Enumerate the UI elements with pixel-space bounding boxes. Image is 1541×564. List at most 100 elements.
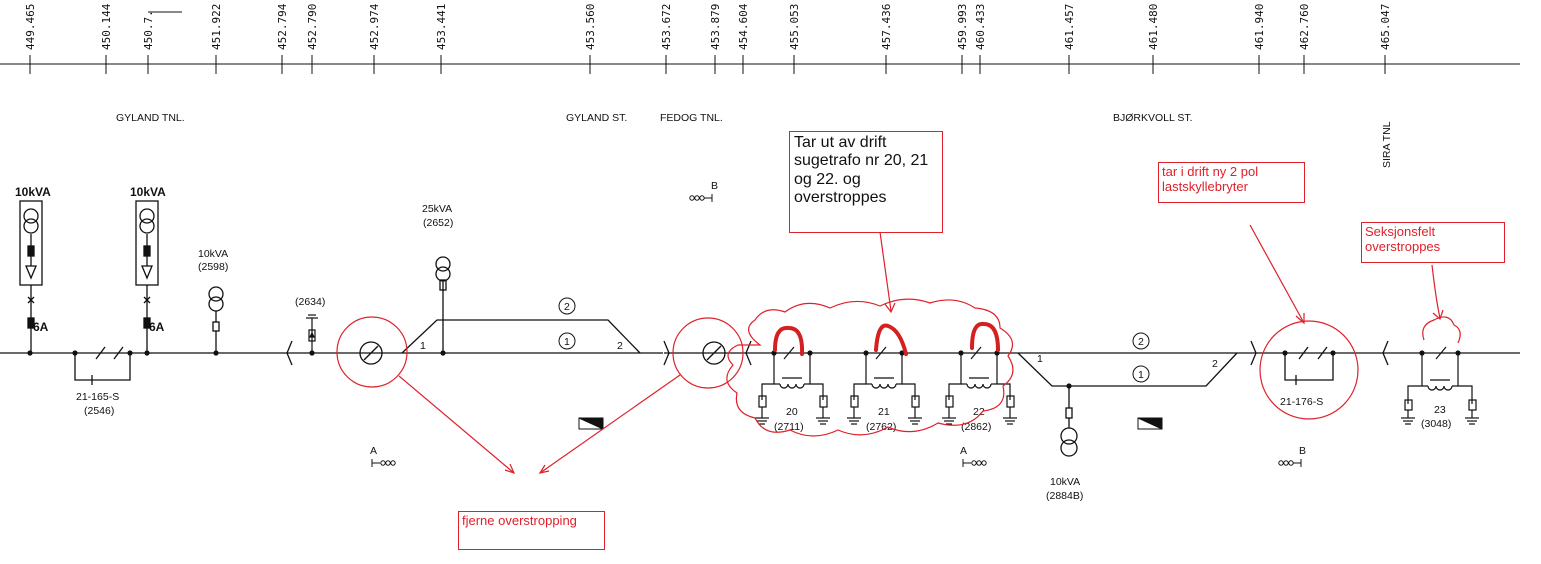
- suction-transformer-id: (2862): [961, 421, 991, 433]
- transformer-2884b: [1060, 386, 1078, 457]
- track-circle-2-gyland-text: 2: [564, 301, 570, 313]
- km-label: 453.441: [435, 4, 448, 50]
- marker-a-gyland: [371, 459, 396, 467]
- neutral-marker-1: [578, 417, 604, 430]
- transformer-2598: [208, 286, 224, 353]
- km-label: 452.790: [306, 4, 319, 50]
- neutral-marker-2: [1137, 417, 1163, 430]
- location-sira-tnl: SIRA TNL: [1381, 121, 1393, 168]
- suction-transformer-23-number: 23: [1434, 404, 1446, 416]
- section-switch-fedog: [702, 341, 726, 365]
- node: [863, 350, 869, 356]
- track-label-2-bjorkvoll: 2: [1212, 358, 1218, 370]
- km-label: 452.974: [368, 3, 381, 50]
- node: [958, 350, 964, 356]
- track-circle-2-gyland: [558, 297, 576, 315]
- fuse-1-label: 6A: [33, 320, 49, 334]
- track-circle-1-bjorkvoll-text: 1: [1138, 369, 1144, 381]
- annotation-take-out: Tar ut av drift sugetrafo nr 20, 21 og 2…: [789, 131, 943, 233]
- track-label-1-gyland: 1: [420, 340, 426, 352]
- km-label: 455.053: [788, 4, 801, 50]
- marker-b-sira-letter: B: [1299, 445, 1306, 457]
- red-bridge-20: [773, 325, 805, 356]
- red-circle-fedog-switch: [672, 317, 744, 389]
- suction-transformer-number: 21: [878, 406, 890, 418]
- section-bracket-4: [1250, 340, 1257, 366]
- km-label: 462.760: [1298, 4, 1311, 50]
- suction-transformer-22: [942, 346, 1017, 425]
- km-label: 459.993: [956, 4, 969, 50]
- km-label: 452.794: [276, 3, 289, 50]
- transformer-box-1: [19, 200, 43, 353]
- transformer-1-rating: 10kVA: [15, 185, 51, 199]
- red-curve-5: [1431, 264, 1441, 319]
- km-label: 461.480: [1147, 4, 1160, 50]
- location-gyland-tnl: GYLAND TNL.: [116, 112, 185, 124]
- km-label: 450.7.: [142, 10, 155, 50]
- track-label-1-bjorkvoll: 1: [1037, 353, 1043, 365]
- location-bjorkvoll-st: BJØRKVOLL ST.: [1113, 112, 1193, 124]
- suction-transformer-id: (2762): [866, 421, 896, 433]
- node: [27, 350, 33, 356]
- location-fedog-tnl: FEDOG TNL.: [660, 112, 723, 124]
- suction-transformer-id: (2711): [774, 421, 804, 433]
- red-scribble-23: [1422, 316, 1461, 344]
- switch-21-165-s-name: 21-165-S: [76, 391, 119, 403]
- track-circle-1-gyland-text: 1: [564, 336, 570, 348]
- suction-transformer-number: 20: [786, 406, 798, 418]
- red-arrow-2: [539, 374, 681, 474]
- km-label: 453.879: [709, 4, 722, 50]
- fuse-2-label: 6A: [149, 320, 165, 334]
- km-scale: [0, 11, 1520, 65]
- red-cloud-suction-transformers: [726, 298, 1014, 437]
- km-label: 457.436: [880, 4, 893, 50]
- suction-transformer-20: [755, 346, 830, 425]
- switch-21-176-s-name: 21-176-S: [1280, 396, 1323, 408]
- marker-b-sira: [1278, 459, 1302, 467]
- km-label: 460.433: [974, 4, 987, 50]
- km-label: 453.672: [660, 4, 673, 50]
- section-switch-gyland: [359, 341, 383, 365]
- suction-transformer-23-id: (3048): [1421, 418, 1451, 430]
- surge-arrester-2634: [306, 314, 318, 353]
- track-label-2-gyland: 2: [617, 340, 623, 352]
- node: [807, 350, 813, 356]
- marker-a-bjorkvoll: [962, 459, 987, 467]
- marker-b-fedog: [689, 194, 713, 202]
- transformer-2652-id: (2652): [423, 217, 453, 229]
- marker-a-bjorkvoll-letter: A: [960, 445, 967, 457]
- red-bridge-21: [874, 323, 908, 356]
- marker-b-fedog-letter: B: [711, 180, 718, 192]
- transformer-2652: [435, 256, 451, 353]
- km-label: 453.560: [584, 4, 597, 50]
- km-label: 451.922: [210, 4, 223, 50]
- transformer-2-rating: 10kVA: [130, 185, 166, 199]
- red-arrow-3: [879, 231, 892, 312]
- suction-transformer-number: 22: [973, 406, 985, 418]
- siding-bjorkvoll: [1017, 352, 1238, 387]
- suction-transformers: 20 (2711) 21 (2762) 22 (2862): [755, 346, 1017, 433]
- suction-transformer-21: [847, 346, 922, 425]
- location-gyland-st: GYLAND ST.: [566, 112, 627, 124]
- km-label: 454.604: [737, 3, 750, 50]
- marker-a-gyland-letter: A: [370, 445, 377, 457]
- section-bracket-1: [286, 340, 293, 366]
- track-circle-1-gyland: [558, 332, 576, 350]
- transformer-2598-rating: 10kVA: [198, 248, 228, 260]
- transformer-2598-id: (2598): [198, 261, 228, 273]
- annotation-remove-bridge: fjerne overstropping: [458, 511, 605, 550]
- red-arrow-1: [398, 375, 515, 474]
- annotation-section-bridge: Seksjonsfelt overstroppes: [1361, 222, 1505, 263]
- km-label: 465.047: [1379, 4, 1392, 50]
- switch-21-165-s-id: (2546): [84, 405, 114, 417]
- transformer-2652-rating: 25kVA: [422, 203, 452, 215]
- red-bridge-22: [970, 321, 1000, 352]
- red-circle-switch-21-176: [1259, 320, 1359, 420]
- red-circle-gyland-switch: [336, 316, 408, 388]
- transformer-2884b-rating: 10kVA: [1050, 476, 1080, 488]
- km-label: 450.144: [100, 3, 113, 50]
- arrester-2634-id: (2634): [295, 296, 325, 308]
- siding-gyland: [401, 319, 641, 354]
- km-label: 461.457: [1063, 4, 1076, 50]
